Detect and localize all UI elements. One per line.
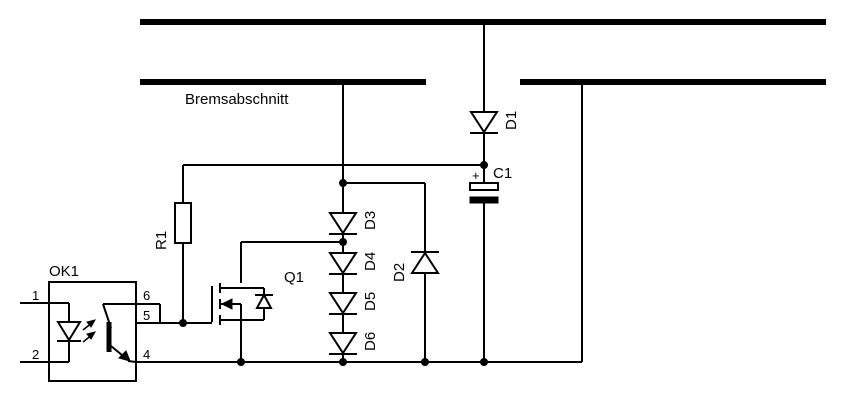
r1-label: R1 — [153, 231, 170, 250]
pin6-label: 6 — [143, 288, 150, 303]
d5-label: D5 — [362, 292, 379, 311]
ok1-label: OK1 — [49, 263, 79, 280]
section-label: Bremsabschnitt — [185, 91, 289, 108]
diode-d2: D2 — [391, 251, 440, 362]
d6-label: D6 — [362, 332, 379, 351]
d4-label: D4 — [362, 252, 379, 271]
diode-d1: D1 — [469, 22, 520, 182]
d1-label: D1 — [503, 111, 520, 130]
diode-d3: D3 — [328, 211, 379, 235]
resistor-r1: R1 — [153, 164, 484, 323]
pin1-label: 1 — [32, 288, 39, 303]
d3-label: D3 — [362, 211, 379, 230]
diode-d5: D5 — [328, 292, 379, 315]
junction-dots — [179, 161, 488, 366]
diode-d6: D6 — [328, 332, 379, 355]
c1-plus-label: + — [472, 168, 480, 183]
pin4-label: 4 — [143, 347, 150, 362]
pin5-label: 5 — [143, 308, 150, 323]
diode-d4: D4 — [328, 252, 379, 275]
capacitor-c1: + C1 — [469, 165, 512, 362]
mosfet-q1: Q1 — [183, 269, 304, 362]
pin2-label: 2 — [32, 347, 39, 362]
q1-label: Q1 — [284, 269, 304, 286]
c1-label: C1 — [493, 165, 512, 182]
d2-label: D2 — [391, 263, 408, 282]
optocoupler-ok1: OK1 1 2 4 5 6 — [20, 263, 183, 382]
